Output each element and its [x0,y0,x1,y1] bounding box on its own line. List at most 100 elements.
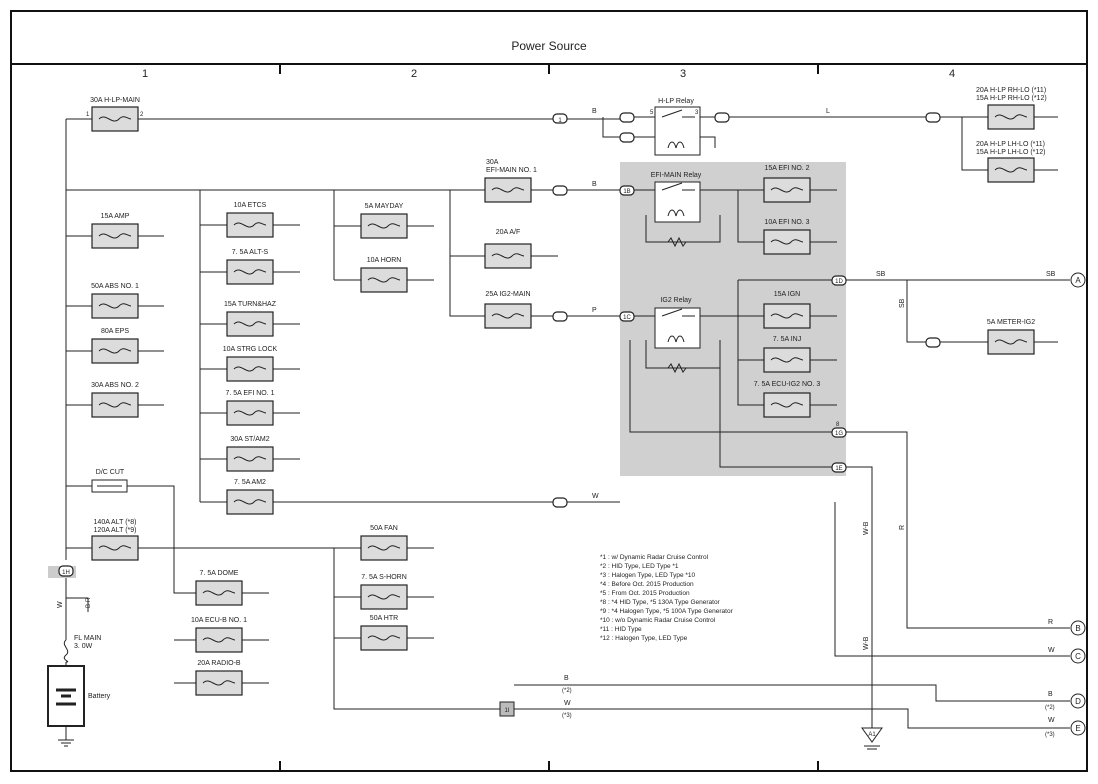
footnote-4: *4 : Before Oct. 2015 Production [600,581,694,588]
svg-text:A: A [1075,276,1081,285]
footnotes: *1 : w/ Dynamic Radar Cruise Control *2 … [600,554,734,642]
wire-label-w-5: W [57,601,64,608]
wire-label-wb-2: W-B [863,636,870,650]
fuse-efi2-label: 15A EFI NO. 2 [764,165,809,172]
wire-note-3b: (*3) [1045,732,1055,738]
fuse-abs2 [91,392,139,418]
fuse-radio [195,670,243,696]
wire-note-2b: (*2) [1045,705,1055,711]
fuse-ig2main [484,303,532,329]
connector-label-1d: 1D [835,279,843,285]
fuse-inj-label: 7. 5A INJ [773,336,801,343]
footnote-1: *1 : w/ Dynamic Radar Cruise Control [600,554,709,561]
terminal-a: A [1070,272,1086,288]
fuse-meter-ig2-label: 5A METER-IG2 [987,319,1035,326]
fuse-am2 [226,489,274,515]
fuse-ign-label: 15A IGN [774,291,800,298]
pin-2: 2 [140,112,144,118]
fuse-ecuig2 [763,392,811,418]
fuse-efimain-label-b: EFI-MAIN NO. 1 [486,167,537,174]
fuse-htr-label: 50A HTR [370,615,398,622]
wire-note-3a: (*3) [562,713,572,719]
fuse-fan [360,535,408,561]
fuse-hlp-lh [987,157,1035,183]
terminal-e: E [1070,720,1086,736]
fuse-ign [763,303,811,329]
fuse-ig2main-label: 25A IG2-MAIN [485,291,530,298]
fuse-efi2 [763,177,811,203]
pin-3: 3 [695,110,699,116]
wire-label-wb-1: W-B [863,521,870,535]
fuse-efimain [484,177,532,203]
column-label-4: 4 [949,68,955,80]
fuse-alts-label: 7. 5A ALT-S [232,249,269,256]
terminal-b: B [1070,620,1086,636]
fuse-alts [226,259,274,285]
hlp-relay [654,106,701,156]
pin-8: 8 [836,422,840,428]
fuse-shorn-label: 7. 5A S-HORN [361,574,407,581]
footnote-6: *8 : *4 HID Type, *5 130A Type Generator [600,599,721,606]
fuse-abs1 [91,293,139,319]
column-label-2: 2 [411,68,417,80]
fuse-abs1-label: 50A ABS NO. 1 [91,283,139,290]
connector-label-1h: 1H [62,570,70,576]
efimain-relay-label: EFI-MAIN Relay [651,172,702,179]
fuse-eps [91,338,139,364]
fuse-efi3-label: 10A EFI NO. 3 [764,219,809,226]
ig2-relay [654,307,701,374]
footnote-7: *9 : *4 Halogen Type, *5 100A Type Gener… [600,608,734,615]
fuse-dc-cut [91,479,128,493]
fuse-hlp-rh [987,104,1035,130]
fuse-hlp-lh-label-a: 20A H-LP LH-LO (*11) [976,141,1045,148]
fuse-hlp-lh-label-b: 15A H-LP LH-LO (*12) [976,149,1046,156]
connector-label-1: 1 [558,118,562,124]
fuse-strg-label: 10A STRG LOCK [223,346,278,353]
wire-label-p: P [592,307,597,314]
efimain-relay [654,181,701,248]
fuse-fan-label: 50A FAN [370,525,398,532]
fuse-turn [226,311,274,337]
wire-label-sb-1: SB [876,271,886,278]
fuse-ecub-label: 10A ECU-B NO. 1 [191,617,247,624]
fuse-horn [360,267,408,293]
fuse-etcs [226,212,274,238]
fuse-radio-label: 20A RADIO-B [197,660,241,667]
wire-label-b-3: B [564,675,569,682]
fuse-efi3 [763,229,811,255]
fl-main-fusible-link [63,639,69,663]
terminal-c: C [1070,648,1086,664]
wire-label-r-1: R [899,525,906,530]
fuse-amp-label: 15A AMP [101,213,130,220]
hlp-relay-label: H-LP Relay [658,98,694,105]
fuse-dome [195,580,243,606]
ground-a1-label: A1 [868,732,876,738]
connector-label-1i: 1I [504,708,509,714]
footnote-5: *5 : From Oct. 2015 Production [600,590,690,597]
fuse-mayday-label: 5A MAYDAY [365,203,404,210]
wiring [65,116,1070,740]
wire-label-w-4: W [1048,717,1055,724]
footnote-2: *2 : HID Type, LED Type *1 [600,563,679,570]
svg-text:C: C [1075,652,1081,661]
footnote-10: *12 : Halogen Type, LED Type [600,635,688,642]
footnote-9: *11 : HID Type [600,626,642,633]
wire-label-b-4: B [1048,691,1053,698]
fuse-inj [763,347,811,373]
wire-label-w-3: W [564,700,571,707]
fuse-ecuig2-label: 7. 5A ECU-IG2 NO. 3 [754,381,821,388]
column-label-3: 3 [680,68,686,80]
battery-label: Battery [88,693,111,700]
wire-label-r-2: R [1048,619,1053,626]
fuse-horn-label: 10A HORN [367,257,402,264]
ig2-relay-label: IG2 Relay [660,297,692,304]
connector-label-1c: 1C [623,315,631,321]
fuse-am2-label: 7. 5A AM2 [234,479,266,486]
fuse-hlp-rh-label-b: 15A H-LP RH-LO (*12) [976,95,1047,102]
fuse-hlp-main-label: 30A H-LP-MAIN [90,97,140,104]
svg-text:B: B [1075,624,1080,633]
pin-5: 5 [650,110,654,116]
wire-label-sb-2: SB [1046,271,1056,278]
fuse-alt-label-a: 140A ALT (*8) [94,519,137,526]
